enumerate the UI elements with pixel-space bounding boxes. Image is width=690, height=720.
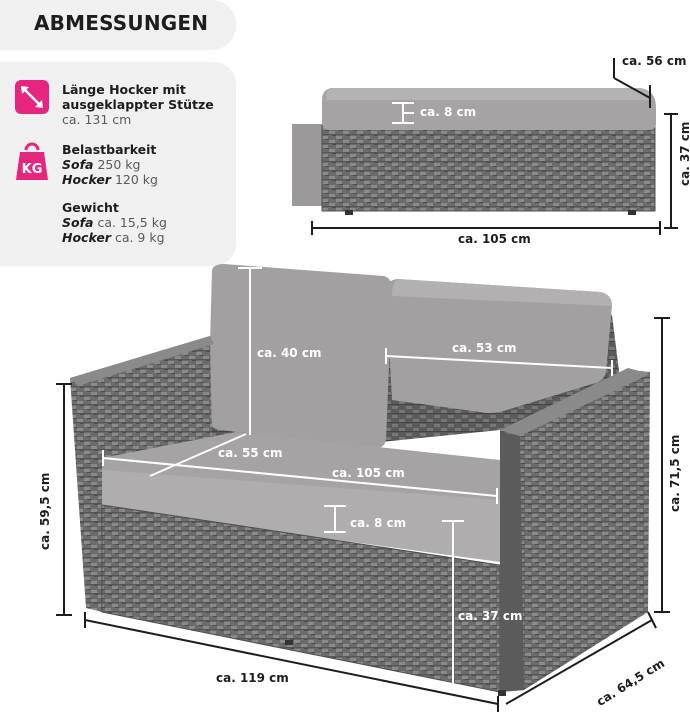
stool-height-label: ca. 37 cm: [678, 121, 690, 186]
page-title: ABMESSUNGEN: [34, 11, 209, 35]
sofa-white-dimension-lines: [102, 267, 613, 700]
seat-height-label: ca. 37 cm: [458, 609, 523, 623]
seat-depth-label: ca. 55 cm: [218, 446, 283, 460]
arm-height-label: ca. 59,5 cm: [38, 472, 52, 550]
stool-illustration: [292, 88, 656, 215]
spec-weight: Gewicht Sofa ca. 15,5 kg Hocker ca. 9 kg: [62, 200, 167, 245]
stool-cushion-dim: [392, 102, 414, 124]
spec-weight-title: Gewicht: [62, 200, 119, 215]
stool-side-flap: [292, 124, 322, 206]
kg-weight-icon: KG: [16, 142, 48, 180]
kg-icon-text: KG: [22, 162, 43, 177]
spec-load: Belastbarkeit Sofa 250 kg Hocker 120 kg: [62, 142, 158, 187]
seat-width-label: ca. 105 cm: [332, 466, 405, 480]
back-cushion-height-label: ca. 40 cm: [257, 346, 322, 360]
total-height-label: ca. 71,5 cm: [668, 434, 682, 512]
sofa-left-arm: [70, 336, 212, 612]
back-cushion-width-label: ca. 53 cm: [452, 341, 517, 355]
back-cushion-left: [208, 264, 392, 449]
spec-weight-sofa-label: Sofa: [62, 215, 94, 230]
spec-length-line1: Länge Hocker mit: [62, 82, 186, 97]
stool-body: [322, 125, 655, 211]
heading-pill: ABMESSUNGEN: [0, 0, 236, 50]
seat-cushion-label: ca. 8 cm: [350, 516, 407, 530]
stool-depth-label: ca. 56 cm: [622, 54, 687, 68]
stool-cushion-label: ca. 8 cm: [420, 105, 477, 119]
spec-load-title: Belastbarkeit: [62, 142, 157, 157]
spec-length-value: ca. 131 cm: [62, 112, 132, 127]
sofa-illustration: [70, 264, 650, 696]
stool-width-label: ca. 105 cm: [458, 232, 531, 246]
spec-load-sofa-value: 250 kg: [97, 157, 141, 172]
spec-load-hocker-value: 120 kg: [114, 172, 158, 187]
spec-length: Länge Hocker mit ausgeklappter Stütze ca…: [62, 82, 214, 127]
sofa-front-base: [102, 505, 500, 692]
sofa-width-label: ca. 119 cm: [216, 671, 289, 685]
seat-cushion-front: [102, 470, 500, 562]
spec-load-sofa-label: Sofa: [62, 157, 94, 172]
back-cushion-right: [386, 279, 612, 413]
spec-length-line2: ausgeklappter Stütze: [62, 97, 214, 112]
spec-weight-sofa-value: ca. 15,5 kg: [97, 215, 167, 230]
diagonal-arrow-icon: [15, 80, 49, 114]
stool-dimension-lines: [311, 58, 678, 235]
spec-weight-hocker-label: Hocker: [62, 230, 111, 245]
spec-load-hocker-label: Hocker: [62, 172, 111, 187]
spec-weight-hocker-value: ca. 9 kg: [114, 230, 165, 245]
sofa-right-arm: [500, 370, 650, 692]
sofa-black-dimension-lines: [56, 317, 670, 712]
